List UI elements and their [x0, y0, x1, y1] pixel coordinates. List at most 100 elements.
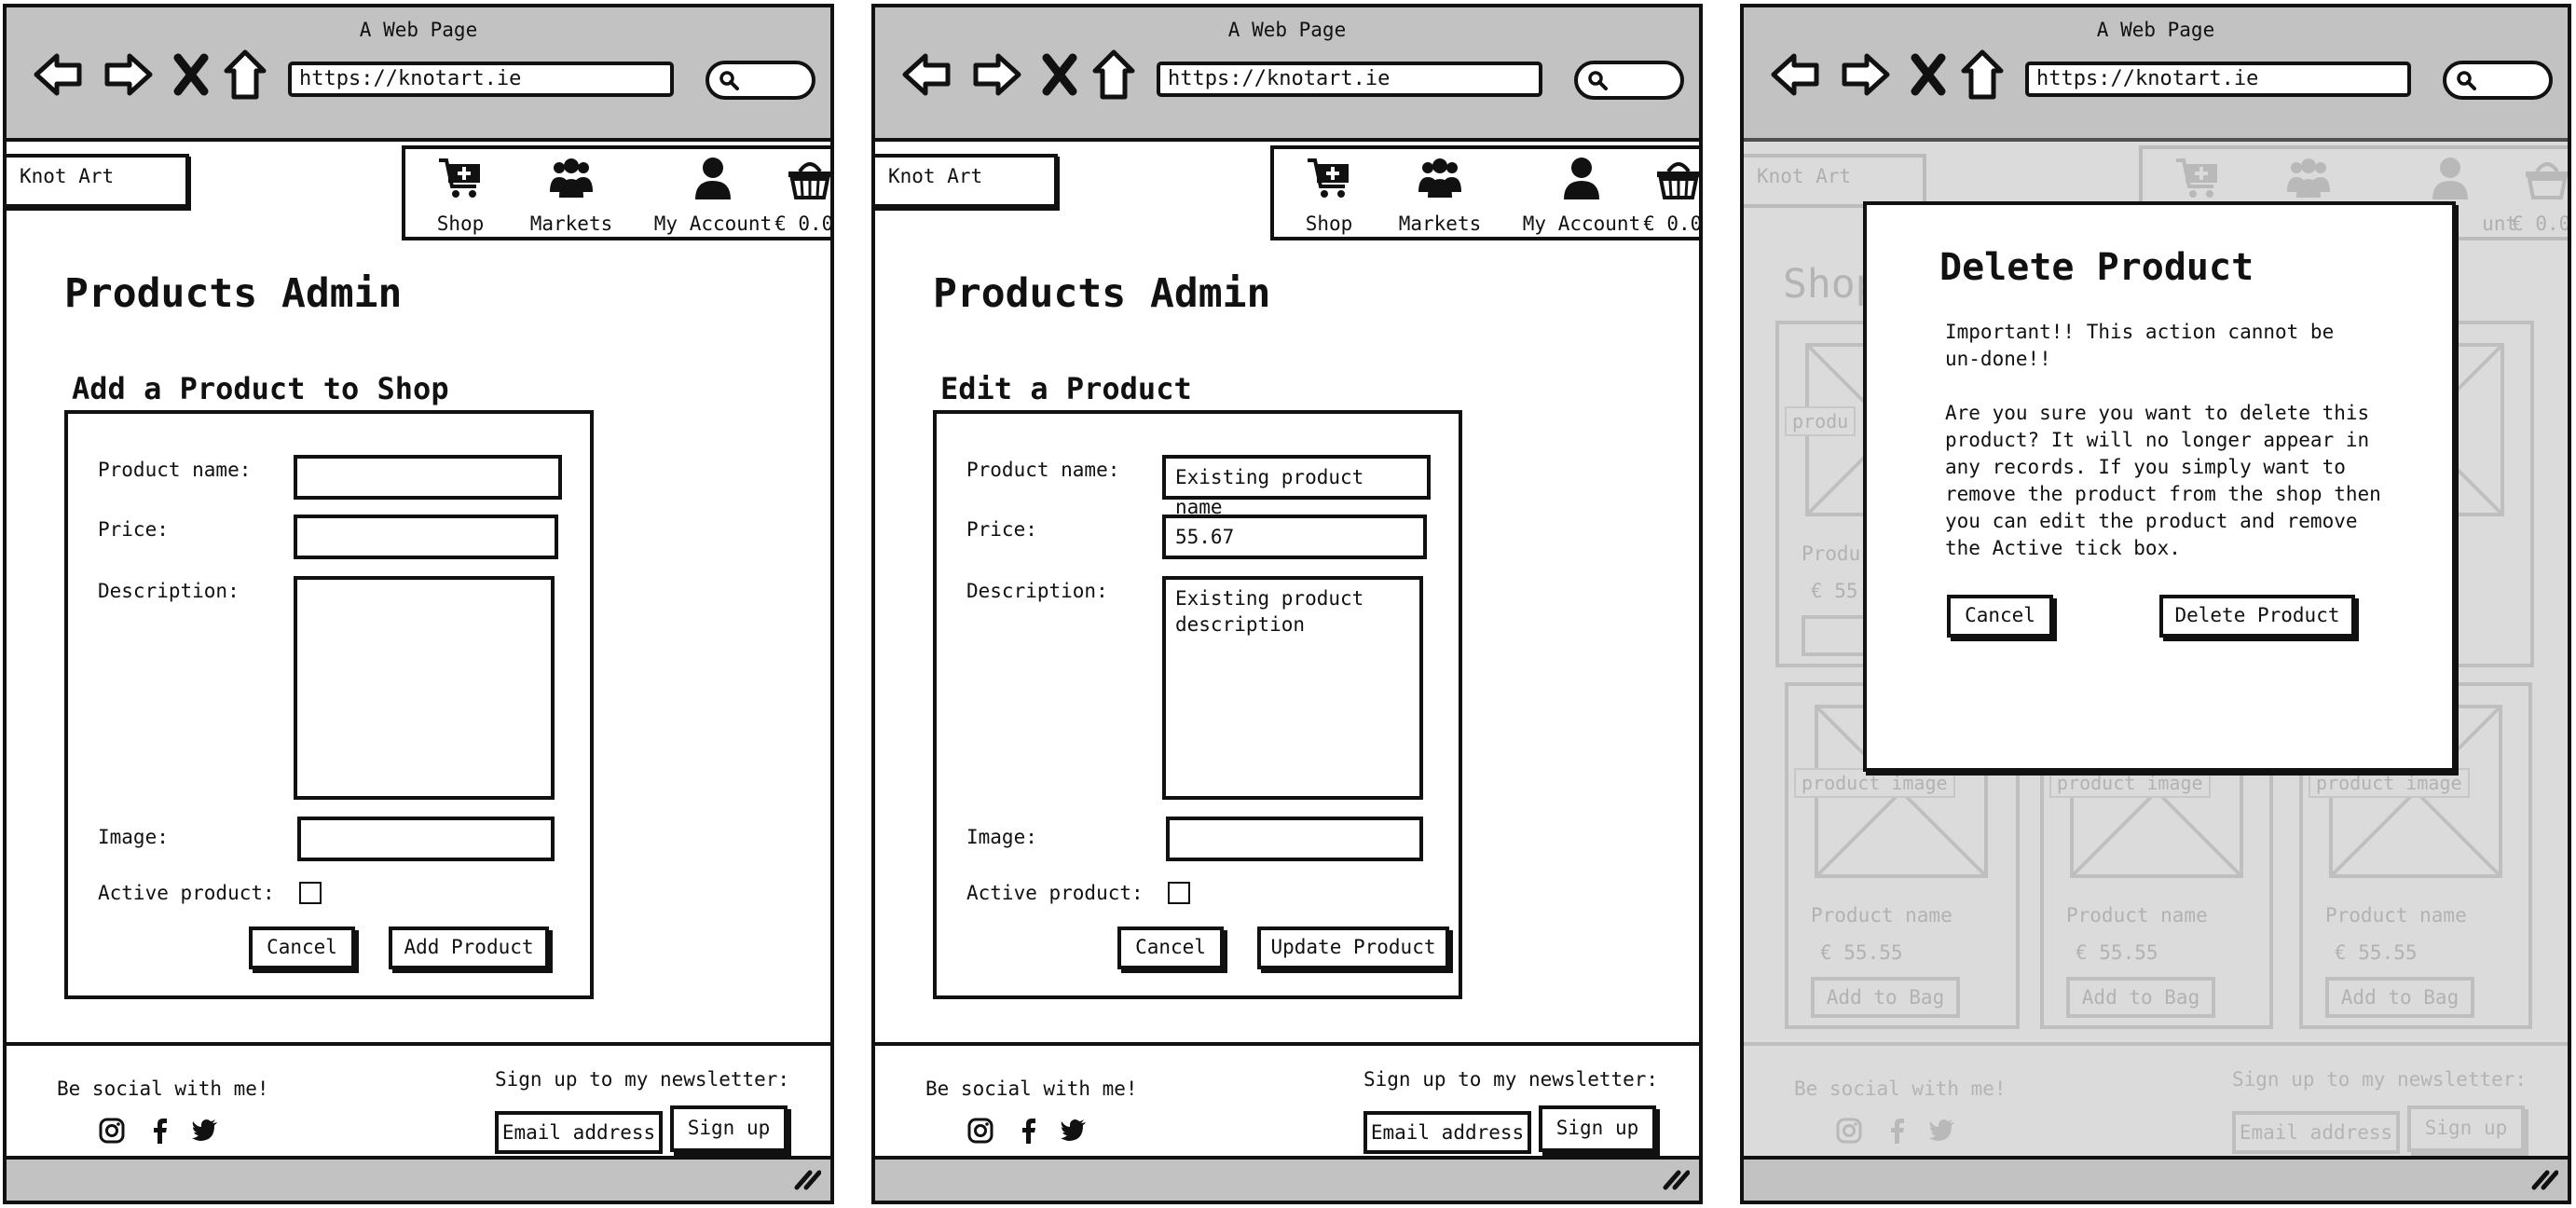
- image-input[interactable]: [297, 817, 555, 861]
- back-arrow-icon[interactable]: [33, 48, 85, 101]
- home-icon[interactable]: [1960, 48, 2005, 101]
- basket-icon: [2526, 162, 2568, 199]
- twitter-icon[interactable]: [1060, 1117, 1088, 1145]
- stop-x-icon[interactable]: [1910, 48, 1947, 101]
- address-bar[interactable]: https://knotart.ie: [2025, 62, 2411, 97]
- back-arrow-icon[interactable]: [1770, 48, 1822, 101]
- product-name-input[interactable]: [294, 455, 562, 500]
- cart-add-icon: [439, 158, 480, 198]
- resize-grip-icon[interactable]: [1662, 1167, 1690, 1191]
- description-textarea[interactable]: Existing product description: [1162, 576, 1423, 800]
- browser-search-box[interactable]: [706, 61, 815, 100]
- group-icon: [1418, 158, 1461, 198]
- browser-chrome: A Web Page https://knotart.ie: [1744, 7, 2568, 142]
- modal-message: Important!! This action cannot be un-don…: [1945, 321, 2381, 559]
- facebook-icon[interactable]: [1015, 1117, 1043, 1145]
- image-input[interactable]: [1166, 817, 1423, 861]
- instagram-icon: [1835, 1117, 1863, 1145]
- price-input[interactable]: [294, 515, 558, 559]
- twitter-icon[interactable]: [191, 1117, 219, 1145]
- instagram-icon[interactable]: [98, 1117, 126, 1145]
- status-bar: [1744, 1156, 2568, 1201]
- status-bar: [875, 1156, 1699, 1201]
- facebook-icon[interactable]: [146, 1117, 174, 1145]
- resize-grip-icon[interactable]: [793, 1167, 821, 1191]
- browser-search-box[interactable]: [1574, 61, 1684, 100]
- group-icon: [2287, 158, 2330, 198]
- nav-my-account: unt: [2383, 149, 2517, 237]
- twitter-icon: [1928, 1117, 1956, 1145]
- signup-button[interactable]: Sign up: [1539, 1105, 1656, 1152]
- browser-search-box[interactable]: [2443, 61, 2553, 100]
- facebook-icon: [1884, 1117, 1911, 1145]
- main-nav: Shop Markets My Account € 0.00: [402, 145, 830, 240]
- social-label: Be social with me!: [925, 1078, 1138, 1100]
- update-product-button[interactable]: Update Product: [1257, 927, 1449, 969]
- active-product-checkbox[interactable]: [1168, 882, 1190, 904]
- active-product-label: Active product:: [966, 882, 1144, 904]
- window-title: A Web Page: [359, 19, 478, 41]
- form-heading: Add a Product to Shop: [72, 371, 449, 406]
- social-label: Be social with me!: [57, 1078, 269, 1100]
- nav-bag[interactable]: € 0.00: [771, 149, 830, 237]
- home-icon[interactable]: [223, 48, 267, 101]
- cancel-button[interactable]: Cancel: [1117, 927, 1224, 969]
- instagram-icon[interactable]: [966, 1117, 994, 1145]
- nav-my-account[interactable]: My Account: [1514, 149, 1649, 237]
- nav-shop[interactable]: Shop: [1296, 149, 1362, 237]
- cancel-button[interactable]: Cancel: [249, 927, 355, 969]
- brand-logo[interactable]: Knot Art: [875, 154, 1058, 208]
- description-label: Description:: [98, 580, 240, 602]
- cart-add-icon: [1308, 158, 1349, 198]
- newsletter-label: Sign up to my newsletter:: [495, 1068, 790, 1091]
- confirm-delete-button[interactable]: Delete Product: [2159, 595, 2355, 638]
- forward-arrow-icon[interactable]: [1839, 48, 1891, 101]
- nav-shop-label: Shop: [436, 213, 485, 235]
- product-name-input[interactable]: Existing product name: [1162, 455, 1431, 518]
- home-icon[interactable]: [1091, 48, 1136, 101]
- group-icon: [550, 158, 593, 198]
- price-input[interactable]: 55.67: [1162, 515, 1427, 559]
- price-label: Price:: [98, 518, 169, 541]
- browser-chrome: A Web Page https://knotart.ie: [875, 7, 1699, 142]
- image-label: Image:: [966, 826, 1037, 848]
- modal-title: Delete Product: [1939, 246, 2254, 289]
- address-bar[interactable]: https://knotart.ie: [288, 62, 674, 97]
- add-product-button[interactable]: Add Product: [389, 927, 549, 969]
- email-field[interactable]: Email address: [1363, 1111, 1531, 1154]
- modal-cancel-button[interactable]: Cancel: [1947, 595, 2053, 638]
- signup-button[interactable]: Sign up: [670, 1105, 788, 1152]
- stop-x-icon[interactable]: [172, 48, 210, 101]
- basket-icon: [1657, 162, 1699, 199]
- description-textarea[interactable]: [294, 576, 555, 800]
- product-name: Product name: [2066, 904, 2208, 927]
- search-icon: [2457, 71, 2476, 90]
- product-price: € 55.55: [1820, 941, 1903, 964]
- nav-shop: [2165, 149, 2230, 237]
- active-product-checkbox[interactable]: [299, 882, 322, 904]
- nav-shop[interactable]: Shop: [428, 149, 493, 237]
- product-price-peek: € 55: [1811, 580, 1858, 602]
- product-image-label: product image: [2049, 768, 2211, 798]
- window-title: A Web Page: [1227, 19, 1347, 41]
- nav-my-account[interactable]: My Account: [646, 149, 780, 237]
- nav-markets[interactable]: Markets: [1393, 149, 1487, 237]
- nav-bag[interactable]: € 0.00: [1639, 149, 1699, 237]
- brand-logo[interactable]: Knot Art: [7, 154, 189, 208]
- signup-button: Sign up: [2407, 1105, 2525, 1152]
- forward-arrow-icon[interactable]: [970, 48, 1022, 101]
- email-field: Email address: [2232, 1111, 2400, 1154]
- resize-grip-icon[interactable]: [2530, 1167, 2558, 1191]
- product-name-peek: Produ: [1802, 542, 1861, 565]
- newsletter-label: Sign up to my newsletter:: [2232, 1068, 2528, 1091]
- nav-account-peek: unt: [2482, 213, 2517, 235]
- product-price: € 55.55: [2076, 941, 2158, 964]
- address-bar[interactable]: https://knotart.ie: [1157, 62, 1542, 97]
- main-nav: Shop Markets My Account € 0.00: [1270, 145, 1699, 240]
- forward-arrow-icon[interactable]: [102, 48, 154, 101]
- nav-markets[interactable]: Markets: [525, 149, 618, 237]
- product-price: € 55.55: [2335, 941, 2418, 964]
- stop-x-icon[interactable]: [1041, 48, 1078, 101]
- back-arrow-icon[interactable]: [901, 48, 953, 101]
- email-field[interactable]: Email address: [495, 1111, 663, 1154]
